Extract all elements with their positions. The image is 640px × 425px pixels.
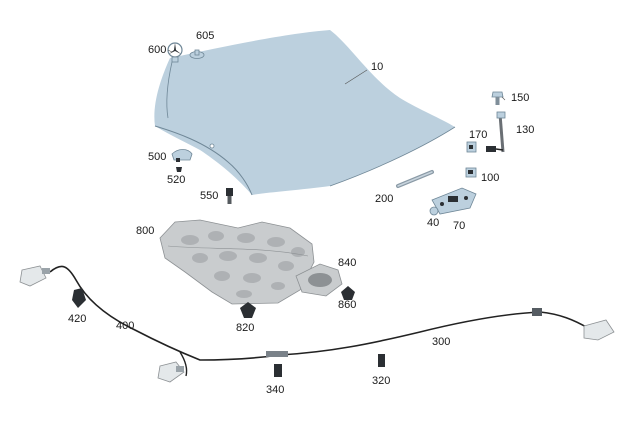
callout-150: 150 [511, 92, 530, 104]
sound-insulation [159, 219, 315, 305]
release-cable-300 [266, 308, 615, 357]
washer-nozzle [171, 149, 193, 162]
nozzle-clip [176, 167, 182, 172]
callout-130: 130 [516, 124, 535, 136]
callout-320: 320 [372, 375, 391, 387]
callout-400: 400 [116, 320, 135, 332]
gas-strut [396, 170, 434, 188]
hood-fold-line [166, 61, 173, 119]
cable-end-handle [19, 265, 50, 287]
callout-10: 10 [371, 61, 384, 73]
hood-latch [431, 187, 477, 215]
callout-800: 800 [136, 225, 155, 237]
callout-840: 840 [338, 257, 357, 269]
hood-washer-hole [209, 143, 215, 149]
release-cable-400 [19, 265, 281, 383]
callout-100: 100 [481, 172, 500, 184]
hood-surface [154, 30, 455, 195]
callout-550: 550 [200, 190, 219, 202]
clip-320 [378, 354, 385, 367]
cable-end-latch-left [157, 361, 185, 383]
hood-rear-edge [329, 126, 456, 187]
callout-520: 520 [167, 174, 186, 186]
clip-820 [240, 302, 256, 318]
clip-340 [274, 364, 282, 377]
callout-820: 820 [236, 322, 255, 334]
safety-catch [466, 141, 477, 153]
callout-860: 860 [338, 299, 357, 311]
callout-70: 70 [453, 220, 466, 232]
insulation-dimples [181, 231, 305, 298]
leader-lines [167, 49, 506, 101]
callout-340: 340 [266, 384, 285, 396]
emblem-base [189, 49, 205, 59]
cable-end-latch-right [583, 319, 615, 341]
callout-605: 605 [196, 30, 215, 42]
callout-200: 200 [375, 193, 394, 205]
hood-panel [154, 30, 456, 196]
hood-front-edge [154, 125, 253, 196]
callout-500: 500 [148, 151, 167, 163]
latch-striker [429, 206, 439, 216]
bumper-stop [226, 188, 233, 204]
clip-420 [72, 288, 86, 308]
latch-mechanism [465, 167, 477, 178]
callout-300: 300 [432, 336, 451, 348]
callout-170: 170 [469, 129, 488, 141]
callout-600: 600 [148, 44, 167, 56]
insulation-pad [295, 263, 343, 297]
hood-switch [486, 111, 506, 153]
clip-860 [341, 286, 355, 300]
bolt [491, 91, 504, 105]
callout-420: 420 [68, 313, 87, 325]
callout-40: 40 [427, 217, 440, 229]
